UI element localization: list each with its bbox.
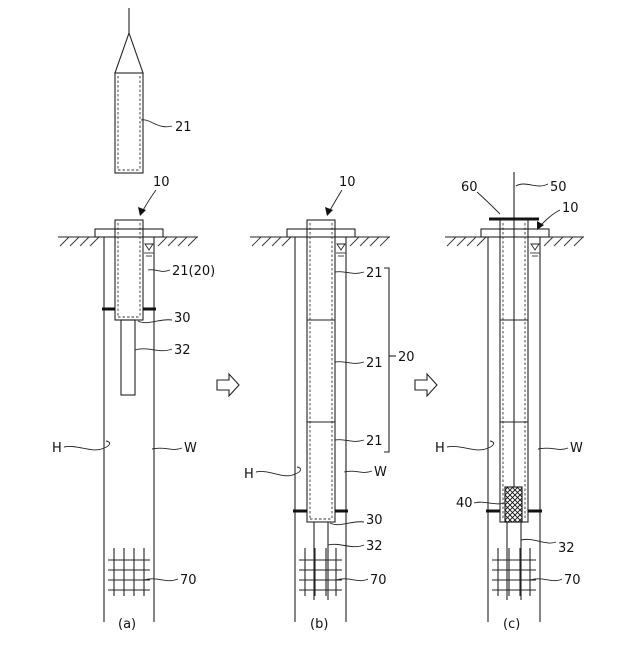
label-seg-top: 21	[366, 266, 383, 281]
casing-collar	[95, 229, 163, 237]
leader-segment	[141, 120, 172, 127]
water-level-triangle-icon	[144, 244, 154, 256]
leader-unit-arrowhead	[138, 207, 146, 216]
hollow-right-arrow-icon	[217, 374, 239, 396]
panel-b: 10 21 21 21 20	[244, 175, 415, 632]
label-water-b: W	[374, 465, 387, 480]
label-unit-c: 10	[562, 201, 579, 216]
rebar-cage	[108, 548, 150, 596]
label-plug: 40	[456, 496, 473, 511]
casing-assembly	[307, 220, 335, 522]
ground-surface	[58, 237, 198, 246]
label-bottom-plate: 30	[174, 311, 191, 326]
panel-a: 21 10 21(20) 30	[52, 8, 215, 632]
label-seg-mid: 21	[366, 356, 383, 371]
label-water: W	[184, 441, 197, 456]
label-assembly: 20	[398, 350, 415, 365]
assembly-bracket	[384, 268, 389, 452]
casing-segment	[115, 220, 143, 320]
label-seg-bot: 21	[366, 434, 383, 449]
label-water-c: W	[570, 441, 583, 456]
rebar-cage-c	[492, 548, 536, 596]
label-segment: 21	[175, 120, 192, 135]
label-pipe: 50	[550, 180, 567, 195]
label-rod: 32	[174, 343, 191, 358]
label-unit-b: 10	[339, 175, 356, 190]
rod	[121, 320, 135, 395]
label-segment-in-casing: 21(20)	[172, 264, 215, 279]
caption-a: (a)	[118, 617, 136, 632]
hollow-right-arrow-icon	[415, 374, 437, 396]
label-rod-c: 32	[558, 541, 575, 556]
ground-surface-b	[250, 237, 390, 246]
label-hole: H	[52, 441, 62, 456]
label-cage-c: 70	[564, 573, 581, 588]
label-cage: 70	[180, 573, 197, 588]
label-bottom-plate-b: 30	[366, 513, 383, 528]
water-level-triangle-icon	[336, 244, 346, 256]
panel-c: 60 50 10 H W	[435, 172, 584, 632]
label-cage-b: 70	[370, 573, 387, 588]
label-cap: 60	[461, 180, 478, 195]
leader-unit	[142, 190, 156, 212]
label-rod-b: 32	[366, 539, 383, 554]
plug	[505, 487, 522, 522]
caption-b: (b)	[310, 617, 328, 632]
caption-c: (c)	[503, 617, 520, 632]
rebar-cage-b	[299, 548, 342, 596]
hanging-segment	[115, 8, 143, 173]
label-hole-c: H	[435, 441, 445, 456]
label-unit: 10	[153, 175, 170, 190]
label-hole-b: H	[244, 467, 254, 482]
water-level-triangle-icon	[530, 244, 540, 256]
